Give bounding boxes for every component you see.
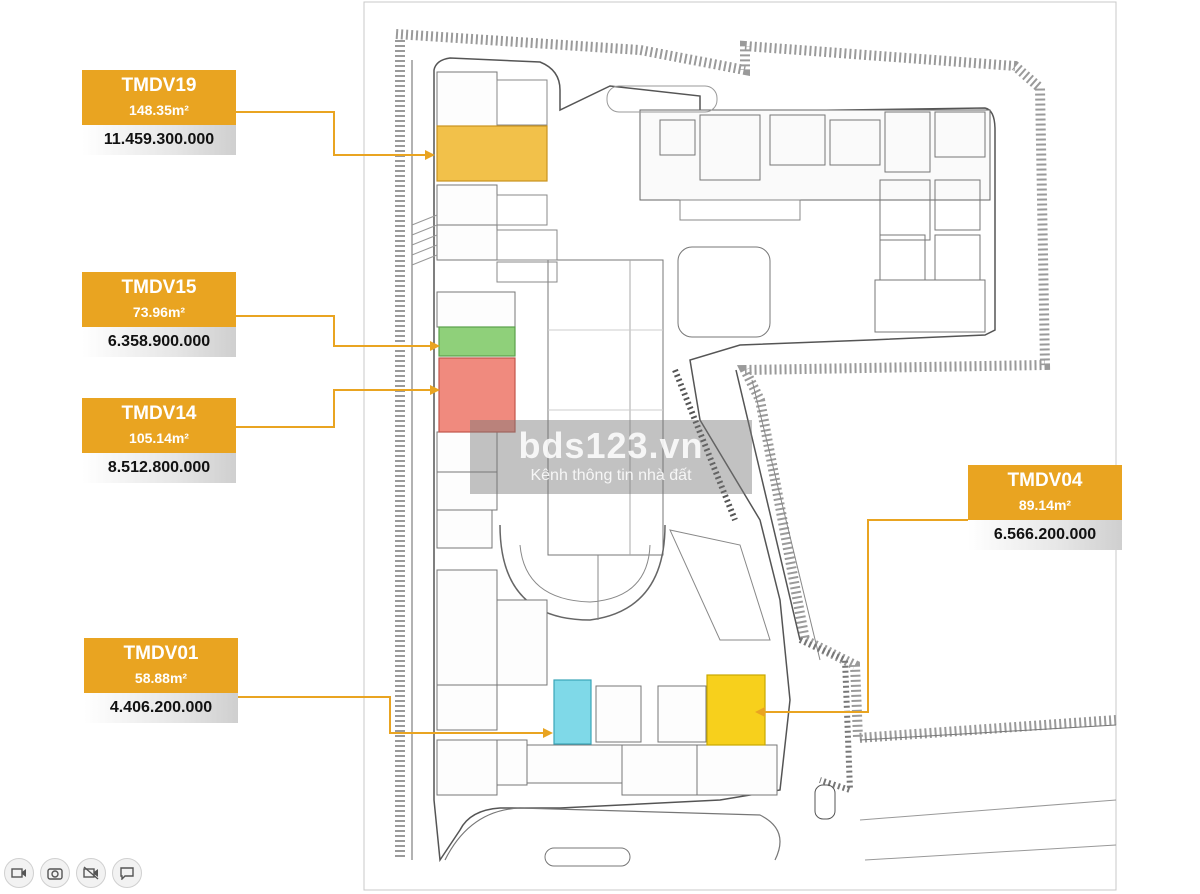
entrance-canopy <box>606 85 718 113</box>
leader-arrowheads <box>425 150 765 738</box>
leader-tmdv01 <box>238 696 545 734</box>
watermark-tagline: Kênh thông tin nhà đất <box>530 467 692 484</box>
callout-header: TMDV19 148.35m² <box>82 70 236 125</box>
south-units <box>526 685 778 796</box>
callout-tmdv01: TMDV01 58.88m² 4.406.200.000 <box>84 638 238 723</box>
room <box>879 179 931 241</box>
unit-price: 4.406.200.000 <box>84 693 238 723</box>
stair-core <box>496 229 558 261</box>
ramp-edge <box>672 368 738 522</box>
room <box>884 111 931 173</box>
unit-area: 73.96m² <box>132 304 186 320</box>
east-wall-inner <box>751 379 821 661</box>
unit-tmdv15 <box>438 326 516 357</box>
site-boundary <box>395 29 1117 744</box>
callout-tmdv04: TMDV04 89.14m² 6.566.200.000 <box>968 465 1122 550</box>
north-block <box>639 109 991 201</box>
rotunda <box>499 524 666 621</box>
courtyard <box>677 246 771 338</box>
ramp <box>669 529 771 641</box>
unit-tmdv19 <box>436 125 548 182</box>
unit-code: TMDV14 <box>121 403 197 424</box>
room <box>659 119 696 156</box>
callout-header: TMDV01 58.88m² <box>84 638 238 693</box>
room <box>934 179 981 231</box>
chat-icon[interactable] <box>112 858 142 888</box>
leader-tmdv04 <box>765 519 968 713</box>
car-symbol <box>814 784 836 820</box>
building-outline <box>433 57 996 863</box>
room <box>829 119 881 166</box>
unit-code: TMDV01 <box>123 643 199 664</box>
room <box>934 111 986 158</box>
callout-header: TMDV04 89.14m² <box>968 465 1122 520</box>
leader-lines <box>236 111 968 734</box>
south-plaza <box>444 807 781 861</box>
central-hall <box>547 259 664 556</box>
unit-price: 6.358.900.000 <box>82 327 236 357</box>
stair-core <box>496 261 558 283</box>
unit-price: 11.459.300.000 <box>82 125 236 155</box>
unit-area: 105.14m² <box>129 430 189 446</box>
video-icon[interactable] <box>4 858 34 888</box>
unit-area: 58.88m² <box>134 670 188 686</box>
unit-price: 6.566.200.000 <box>968 520 1122 550</box>
unit-price: 8.512.800.000 <box>82 453 236 483</box>
unit-area: 148.35m² <box>129 102 189 118</box>
unit-tmdv04 <box>706 674 766 746</box>
parking-grid <box>411 214 438 266</box>
planter <box>544 847 631 867</box>
room <box>699 114 761 181</box>
east-wall <box>735 369 801 641</box>
service-room <box>496 194 548 226</box>
southeast-boundary <box>798 637 854 795</box>
rotunda-inner <box>519 544 651 603</box>
leader-tmdv19 <box>236 111 425 156</box>
unit-area: 89.14m² <box>1018 497 1072 513</box>
unit-code: TMDV04 <box>1007 470 1083 491</box>
unit-code: TMDV19 <box>121 75 197 96</box>
room <box>874 279 986 333</box>
watermark-site: bds123.vn <box>518 425 704 466</box>
callout-tmdv14: TMDV14 105.14m² 8.512.800.000 <box>82 398 236 483</box>
watermark: bds123.vn Kênh thông tin nhà đất <box>470 420 752 494</box>
leader-tmdv15 <box>236 315 430 347</box>
unit-tmdv01 <box>553 679 592 745</box>
video-off-icon[interactable] <box>76 858 106 888</box>
leader-tmdv14 <box>236 389 430 428</box>
callout-header: TMDV14 105.14m² <box>82 398 236 453</box>
street-edge <box>859 724 1117 741</box>
camera-icon[interactable] <box>40 858 70 888</box>
room <box>769 114 826 166</box>
unit-tmdv14 <box>438 357 516 433</box>
callout-tmdv15: TMDV15 73.96m² 6.358.900.000 <box>82 272 236 357</box>
unit-code: TMDV15 <box>121 277 197 298</box>
callout-tmdv19: TMDV19 148.35m² 11.459.300.000 <box>82 70 236 155</box>
street-edge <box>864 844 1117 861</box>
corridor <box>679 199 801 221</box>
street-edge <box>859 799 1117 821</box>
callout-header: TMDV15 73.96m² <box>82 272 236 327</box>
west-units <box>436 71 548 796</box>
service-room <box>496 79 548 126</box>
